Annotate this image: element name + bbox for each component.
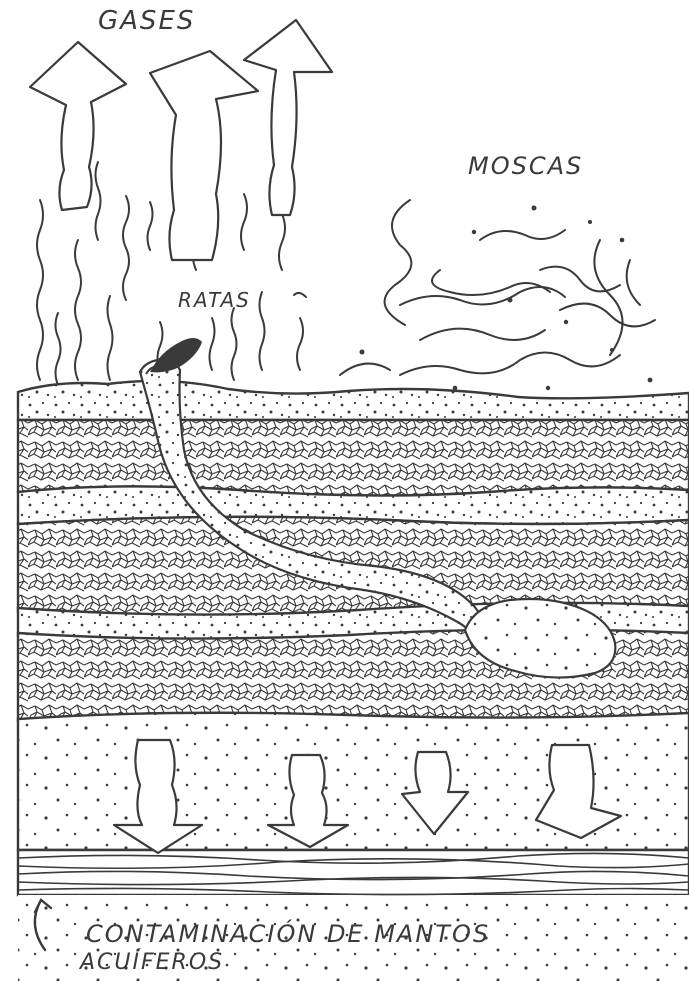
soil-layers <box>18 381 689 981</box>
gases-label: GASES <box>98 6 195 36</box>
up-arrow-icon <box>30 42 126 210</box>
top-soil-layer <box>18 381 689 420</box>
fly-squiggles <box>340 200 655 375</box>
gas-arrows <box>30 20 332 260</box>
rat-icon <box>146 338 202 374</box>
moscas-label: MOSCAS <box>468 152 583 180</box>
waste-layer-1 <box>18 420 689 496</box>
contamination-label-line2: ACUÍFEROS <box>80 950 224 975</box>
ratas-label: RATAS <box>178 288 251 312</box>
contamination-label-line1: CONTAMINACIÓN DE MANTOS <box>86 920 490 948</box>
up-arrow-icon <box>244 20 332 215</box>
